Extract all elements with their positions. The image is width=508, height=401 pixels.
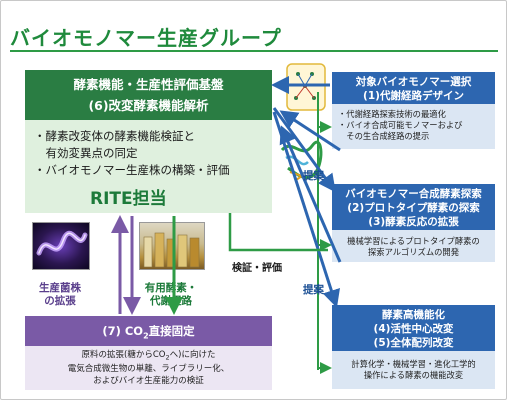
co2-subscript: 2 bbox=[143, 331, 149, 341]
target-monomer-subtitle: (1)代謝経路デザイン bbox=[363, 90, 464, 102]
evaluation-bullet-line: ・バイオモノマー生産株の構築・評価 bbox=[34, 163, 230, 177]
rite-responsible-label: RITE担当 bbox=[90, 189, 167, 209]
strain-expansion-line: の拡張 bbox=[44, 295, 76, 307]
target-monomer-body: ・代謝経路探索技術の最適化 ・バイオ合成可能モノマーおよび その生合成経路の提示 bbox=[332, 104, 495, 149]
page-title: バイオモノマー生産グループ bbox=[10, 26, 282, 50]
enzyme-enhancement-body: 計算化学・機械学習・進化工学的 操作による酵素の機能改変 bbox=[332, 351, 495, 389]
enzyme-enhancement-subtitle: (5)全体配列改変 bbox=[373, 337, 454, 349]
co2-body-line: およびバイオ生産能力の検証 bbox=[93, 375, 204, 386]
enzyme-search-body: 機械学習によるプロトタイプ酵素の 探索アルゴリズムの開発 bbox=[332, 230, 495, 262]
evaluation-platform-body bbox=[25, 120, 272, 213]
target-monomer-line: その生合成経路の提示 bbox=[338, 131, 430, 141]
target-monomer-line: ・バイオ合成可能モノマーおよび bbox=[338, 120, 463, 130]
enzyme-enhancement-header: 酵素高機能化 (4)活性中心改変 (5)全体配列改変 bbox=[332, 305, 495, 351]
title-underline bbox=[10, 50, 498, 52]
strain-expansion-line: 生産菌株 bbox=[39, 282, 81, 294]
enzyme-search-header: バイオモノマー合成酵素探索 (2)プロトタイプ酵素の探索 (3)酵素反応の拡張 bbox=[332, 184, 495, 230]
enzyme-search-line: 機械学習によるプロトタイプ酵素の bbox=[347, 236, 480, 246]
proposal-label: 提案 bbox=[303, 170, 324, 182]
evaluation-bullet-line: ・酵素改変体の酵素機能検証と bbox=[34, 129, 195, 143]
target-monomer-title: 対象バイオモノマー選択 bbox=[355, 76, 472, 88]
evaluation-platform-header: 酵素機能・生産性評価基盤 (6)改変酵素機能解析 bbox=[25, 70, 272, 120]
target-monomer-line: ・代謝経路探索技術の最適化 bbox=[338, 109, 446, 119]
bacteria-micrograph-image bbox=[32, 222, 90, 270]
strain-expansion-label: 生産菌株 の拡張 bbox=[30, 282, 90, 308]
co2-fixation-title: (7) CO bbox=[102, 324, 144, 338]
enzyme-search-line: 探索アルゴリズムの開発 bbox=[367, 247, 460, 257]
evaluation-platform-subtitle: (6)改変酵素機能解析 bbox=[88, 98, 209, 113]
target-monomer-header: 対象バイオモノマー選択 (1)代謝経路デザイン bbox=[332, 72, 495, 104]
enzyme-search-subtitle: (2)プロトタイプ酵素の探索 bbox=[347, 202, 480, 214]
enzyme-enhancement-line: 操作による酵素の機能改変 bbox=[363, 370, 464, 380]
enzyme-enhancement-subtitle: (4)活性中心改変 bbox=[373, 323, 454, 335]
co2-fixation-header: (7) CO2直接固定 bbox=[25, 316, 272, 346]
useful-enzyme-line: 有用酵素・ bbox=[144, 282, 198, 294]
enzyme-search-title: バイオモノマー合成酵素探索 bbox=[345, 188, 482, 200]
metabolic-pathway-icon bbox=[286, 63, 326, 111]
co2-body-line: 電気合成微生物の単離、ライブラリー化、 bbox=[67, 364, 230, 375]
verification-label: 検証・評価 bbox=[232, 263, 282, 274]
co2-fixation-body: 原料の拡張(糖からCO2へ)に向けた 電気合成微生物の単離、ライブラリー化、 お… bbox=[25, 346, 272, 390]
co2-fixation-title-suffix: 直接固定 bbox=[148, 324, 195, 338]
culture-flasks-image bbox=[139, 222, 205, 270]
enzyme-search-subtitle: (3)酵素反応の拡張 bbox=[368, 216, 459, 228]
proposal-label: 提案 bbox=[303, 284, 324, 296]
evaluation-bullet-line: 有効変異点の同定 bbox=[34, 146, 138, 160]
evaluation-platform-title: 酵素機能・生産性評価基盤 bbox=[73, 77, 224, 92]
enzyme-enhancement-line: 計算化学・機械学習・進化工学的 bbox=[351, 359, 476, 369]
co2-body-line: 原料の拡張(糖からCO2へ)に向けた bbox=[81, 350, 216, 362]
enzyme-enhancement-title: 酵素高機能化 bbox=[382, 309, 445, 321]
